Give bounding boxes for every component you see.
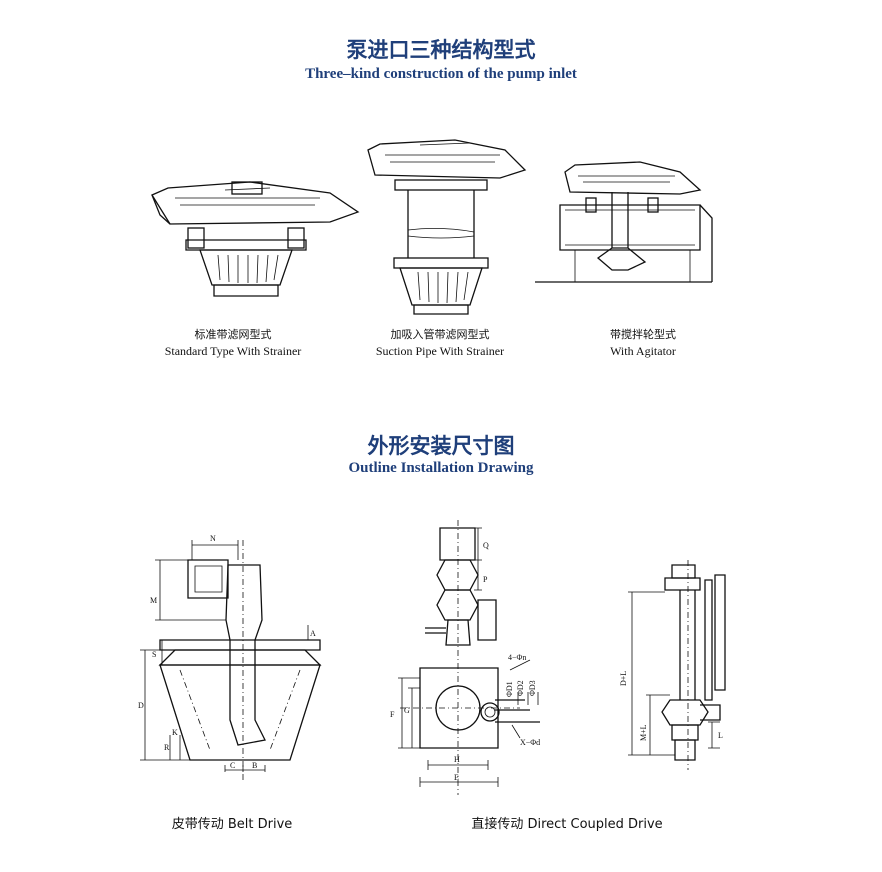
dim-belt-m: M: [150, 596, 157, 605]
caption-agitator-en: With Agitator: [610, 344, 676, 358]
dim-direct-d1: ΦD1: [505, 681, 514, 697]
dim-belt-s: S: [152, 650, 156, 659]
dim-vertical-dl: D+L: [619, 671, 628, 686]
caption-suction-en: Suction Pipe With Strainer: [375, 344, 505, 358]
caption-standard-en: Standard Type With Strainer: [164, 344, 302, 358]
dim-vertical-ml: M+L: [639, 724, 648, 741]
inlet-title-en: Three–kind construction of the pump inle…: [305, 66, 577, 82]
dim-direct-f: F: [390, 710, 395, 719]
dim-belt-k: K: [172, 728, 178, 737]
standard-strainer-figure: [151, 181, 360, 297]
dim-direct-g: G: [404, 706, 410, 715]
dim-direct-e: E: [454, 773, 459, 782]
dim-direct-holes: 4−Φn: [508, 653, 526, 662]
caption-direct-drive: 直接传动 Direct Coupled Drive: [471, 817, 663, 832]
caption-standard: 标准带滤网型式 Standard Type With Strainer: [133, 326, 333, 360]
suction-pipe-figure: [367, 139, 527, 315]
caption-agitator-cn: 带搅拌轮型式: [610, 328, 676, 341]
dim-belt-c: C: [230, 761, 235, 770]
dim-belt-r: R: [164, 743, 170, 752]
dim-direct-q: Q: [483, 541, 489, 550]
dim-belt-n: N: [210, 534, 216, 543]
outline-title-cn: 外形安装尺寸图: [367, 433, 515, 458]
agitator-figure: [535, 161, 713, 283]
caption-belt-drive: 皮带传动 Belt Drive: [171, 817, 293, 832]
outline-title-en: Outline Installation Drawing: [348, 460, 534, 476]
caption-suction-cn: 加吸入管带滤网型式: [390, 328, 490, 341]
dim-direct-d2: ΦD2: [516, 680, 525, 696]
dim-direct-xd: X−Φd: [520, 738, 540, 747]
inlet-title-cn: 泵进口三种结构型式: [346, 37, 536, 62]
caption-standard-cn: 标准带滤网型式: [194, 328, 272, 341]
dim-belt-d: D: [138, 701, 144, 710]
caption-suction: 加吸入管带滤网型式 Suction Pipe With Strainer: [340, 326, 540, 360]
dim-direct-d3: ΦD3: [528, 680, 537, 696]
dim-vertical-l: L: [718, 731, 723, 740]
dim-direct-p: P: [483, 575, 488, 584]
dim-belt-a: A: [310, 629, 316, 638]
caption-agitator: 带搅拌轮型式 With Agitator: [543, 326, 743, 360]
vertical-drive-figure: [628, 560, 726, 770]
direct-drive-figure: [398, 520, 540, 795]
dim-direct-h: H: [454, 755, 460, 764]
belt-drive-figure: [140, 540, 322, 780]
dim-belt-b: B: [252, 761, 257, 770]
